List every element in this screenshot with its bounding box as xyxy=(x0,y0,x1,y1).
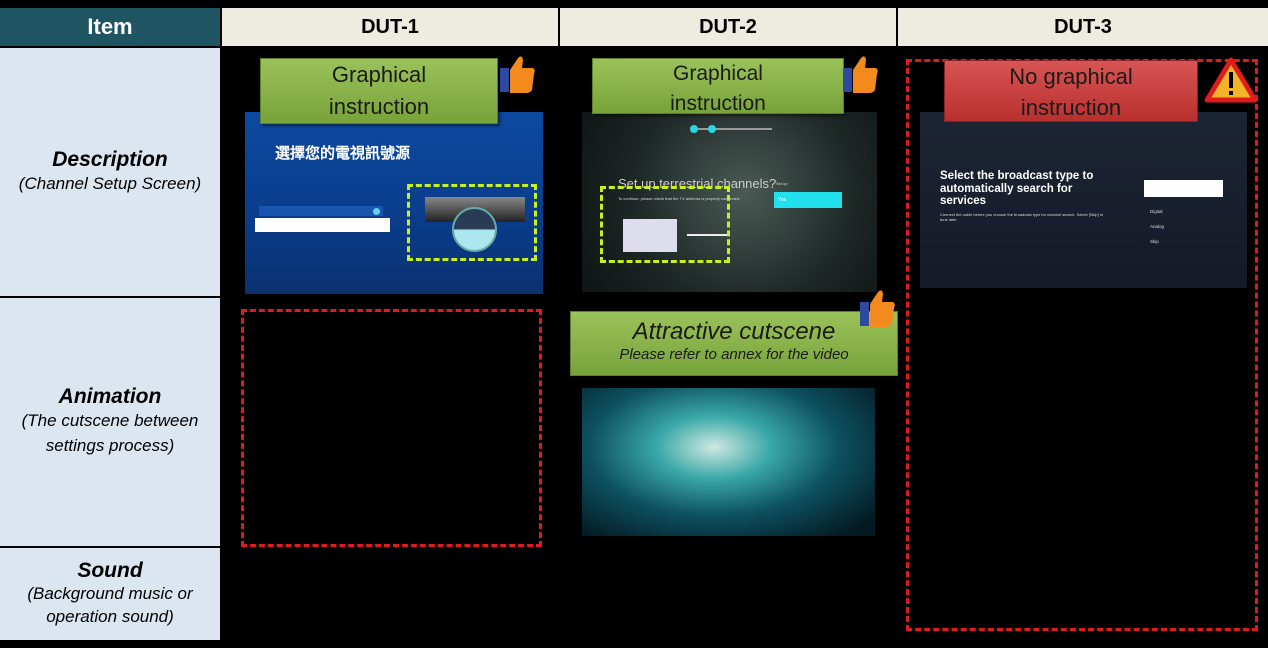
label-line: Graphical xyxy=(331,62,427,87)
row-animation: Animation (The cutscene between settings… xyxy=(0,298,220,546)
warning-icon xyxy=(1204,57,1258,103)
row-title: Description xyxy=(52,147,168,171)
dut1-screen-title: 選擇您的電視訊號源 xyxy=(275,145,411,162)
label-line: No graphical xyxy=(1009,64,1133,89)
dut2-screenshot: Set up terrestrial channels? To continue… xyxy=(582,112,877,292)
row-title: Sound xyxy=(77,559,143,583)
label-line: instruction xyxy=(328,94,430,119)
dut3-label: No graphical instruction xyxy=(944,60,1198,122)
dut1-label: Graphical instruction xyxy=(260,58,498,124)
option: Analog xyxy=(1150,224,1165,229)
thumbs-up-icon xyxy=(843,56,878,93)
row-subtitle: (Channel Setup Screen) xyxy=(18,173,202,193)
dut2-label: Graphical instruction xyxy=(592,58,844,115)
header-dut-3: DUT-3 xyxy=(898,8,1268,46)
header-dut-1: DUT-1 xyxy=(222,8,558,46)
option: Skip xyxy=(1150,239,1159,244)
thumbs-up-icon xyxy=(500,56,535,93)
dut3-screen-sub: Connect the cable before you choose the … xyxy=(940,212,1104,222)
header-item: Item xyxy=(0,8,220,46)
row-description: Description (Channel Setup Screen) xyxy=(0,48,220,296)
dut2-cutscene-label: Attractive cutscene Please refer to anne… xyxy=(570,311,898,376)
row-subtitle: (The cutscene between settings process) xyxy=(21,411,199,455)
dut3-screenshot: Select the broadcast type to automatical… xyxy=(920,112,1247,288)
row-sound: Sound (Background music or operation sou… xyxy=(0,548,220,640)
label-line: instruction xyxy=(670,92,766,115)
graphic-highlight xyxy=(407,184,537,261)
dut2-screen-sub: To continue, please check that the TV an… xyxy=(618,196,741,201)
header-dut-2: DUT-2 xyxy=(560,8,896,46)
row-subtitle: (Background music or operation sound) xyxy=(27,584,193,626)
label-line: Graphical xyxy=(673,62,763,85)
cutscene-subtitle: Please refer to annex for the video xyxy=(619,346,849,363)
cutscene-title: Attractive cutscene xyxy=(632,318,836,345)
label-line: instruction xyxy=(1020,95,1122,120)
option: Digital xyxy=(1150,209,1163,214)
row-title: Animation xyxy=(58,385,162,409)
dut3-screen-title: Select the broadcast type to automatical… xyxy=(940,170,1094,208)
dut2-option-label: Set up xyxy=(776,181,788,186)
dut1-missing-animation xyxy=(241,309,542,547)
thumbs-up-icon xyxy=(860,290,895,327)
dut2-yes-button: Yes xyxy=(774,192,842,208)
dut2-cutscene-video[interactable] xyxy=(582,388,875,536)
graphic-highlight xyxy=(600,186,730,263)
dut3-options: Digital Analog Skip xyxy=(1150,204,1164,249)
dut1-screenshot: 選擇您的電視訊號源 xyxy=(245,112,543,294)
